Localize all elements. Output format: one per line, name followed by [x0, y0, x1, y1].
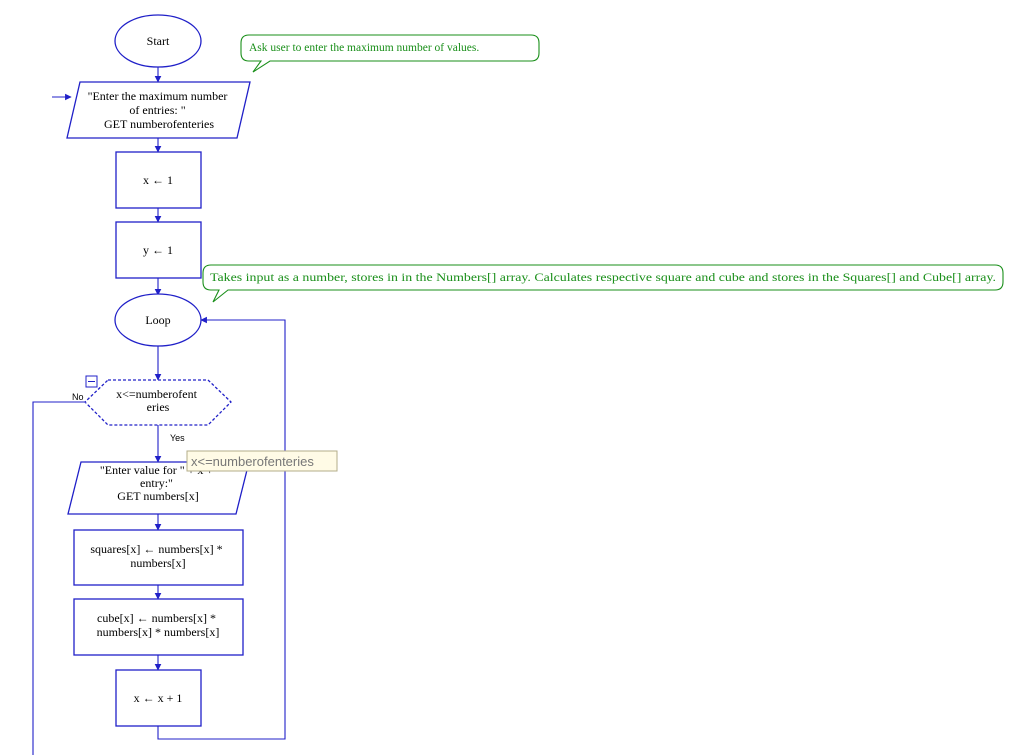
svg-text:"Enter the maximum number: "Enter the maximum number of entries: " … [88, 89, 231, 131]
condition-node[interactable]: x<=numberofent eries [84, 379, 232, 426]
comment-takes-input[interactable]: Takes input as a number, stores in in th… [202, 264, 1004, 303]
increment-label: x ← x + 1 [134, 691, 183, 705]
assign-x-node[interactable]: x ← 1 [115, 151, 202, 209]
condition-tooltip-text: x<=numberofenteries [191, 454, 314, 469]
comment-ask-user[interactable]: Ask user to enter the maximum number of … [240, 34, 540, 73]
condition-line-2: eries [147, 400, 170, 414]
assign-y-node[interactable]: y ← 1 [115, 221, 202, 279]
loop-node[interactable]: Loop [114, 293, 202, 347]
start-label: Start [147, 34, 170, 48]
squares-line-2: numbers[x] [130, 556, 185, 570]
squares-node[interactable]: squares[x] ← numbers[x] * numbers[x] [73, 529, 244, 586]
svg-text:cube[x] ← numbers[x] * n: cube[x] ← numbers[x] * numbers[x] * numb… [97, 611, 220, 639]
cube-line-1: cube[x] ← numbers[x] * [97, 611, 216, 625]
collapse-toggle-icon[interactable] [85, 375, 98, 388]
input-max-line-2: of entries: " [129, 103, 185, 117]
comment-takes-input-text: Takes input as a number, stores in in th… [210, 272, 996, 284]
svg-text:squares[x] ← numbers[x] *: squares[x] ← numbers[x] * numbers[x] [90, 542, 225, 570]
input-max-entries-node[interactable]: "Enter the maximum number of entries: " … [66, 81, 251, 139]
squares-line-1: squares[x] ← numbers[x] * [90, 542, 222, 556]
svg-text:x<=numberofent eries: x<=numberofent eries [116, 387, 200, 414]
connector-loop-back [157, 316, 286, 740]
input-value-node[interactable]: "Enter value for " + x + entry:" GET num… [67, 461, 250, 515]
cube-node[interactable]: cube[x] ← numbers[x] * numbers[x] * numb… [73, 598, 244, 656]
assign-x-label: x ← 1 [143, 173, 173, 187]
svg-text:"Enter value for " + x +: "Enter value for " + x + entry:" GET num… [100, 463, 216, 503]
condition-line-1: x<=numberofent [116, 387, 198, 401]
start-node[interactable]: Start [114, 14, 202, 68]
comment-ask-user-text: Ask user to enter the maximum number of … [249, 42, 479, 54]
cube-line-2: numbers[x] * numbers[x] [97, 625, 220, 639]
input-value-line-3: GET numbers[x] [117, 489, 198, 503]
input-max-line-3: GET numberofenteries [104, 117, 214, 131]
yes-label: Yes [170, 433, 185, 443]
input-value-line-1: "Enter value for " + x + [100, 463, 214, 477]
input-max-line-1: "Enter the maximum number [88, 89, 228, 103]
connectors [32, 67, 286, 755]
input-value-line-2: entry:" [140, 476, 173, 490]
increment-node[interactable]: x ← x + 1 [115, 669, 202, 727]
no-label: No [72, 392, 84, 402]
connector-no-exit [32, 401, 85, 755]
loop-label: Loop [145, 313, 170, 327]
assign-y-label: y ← 1 [143, 243, 173, 257]
condition-tooltip: x<=numberofenteries [186, 450, 338, 472]
